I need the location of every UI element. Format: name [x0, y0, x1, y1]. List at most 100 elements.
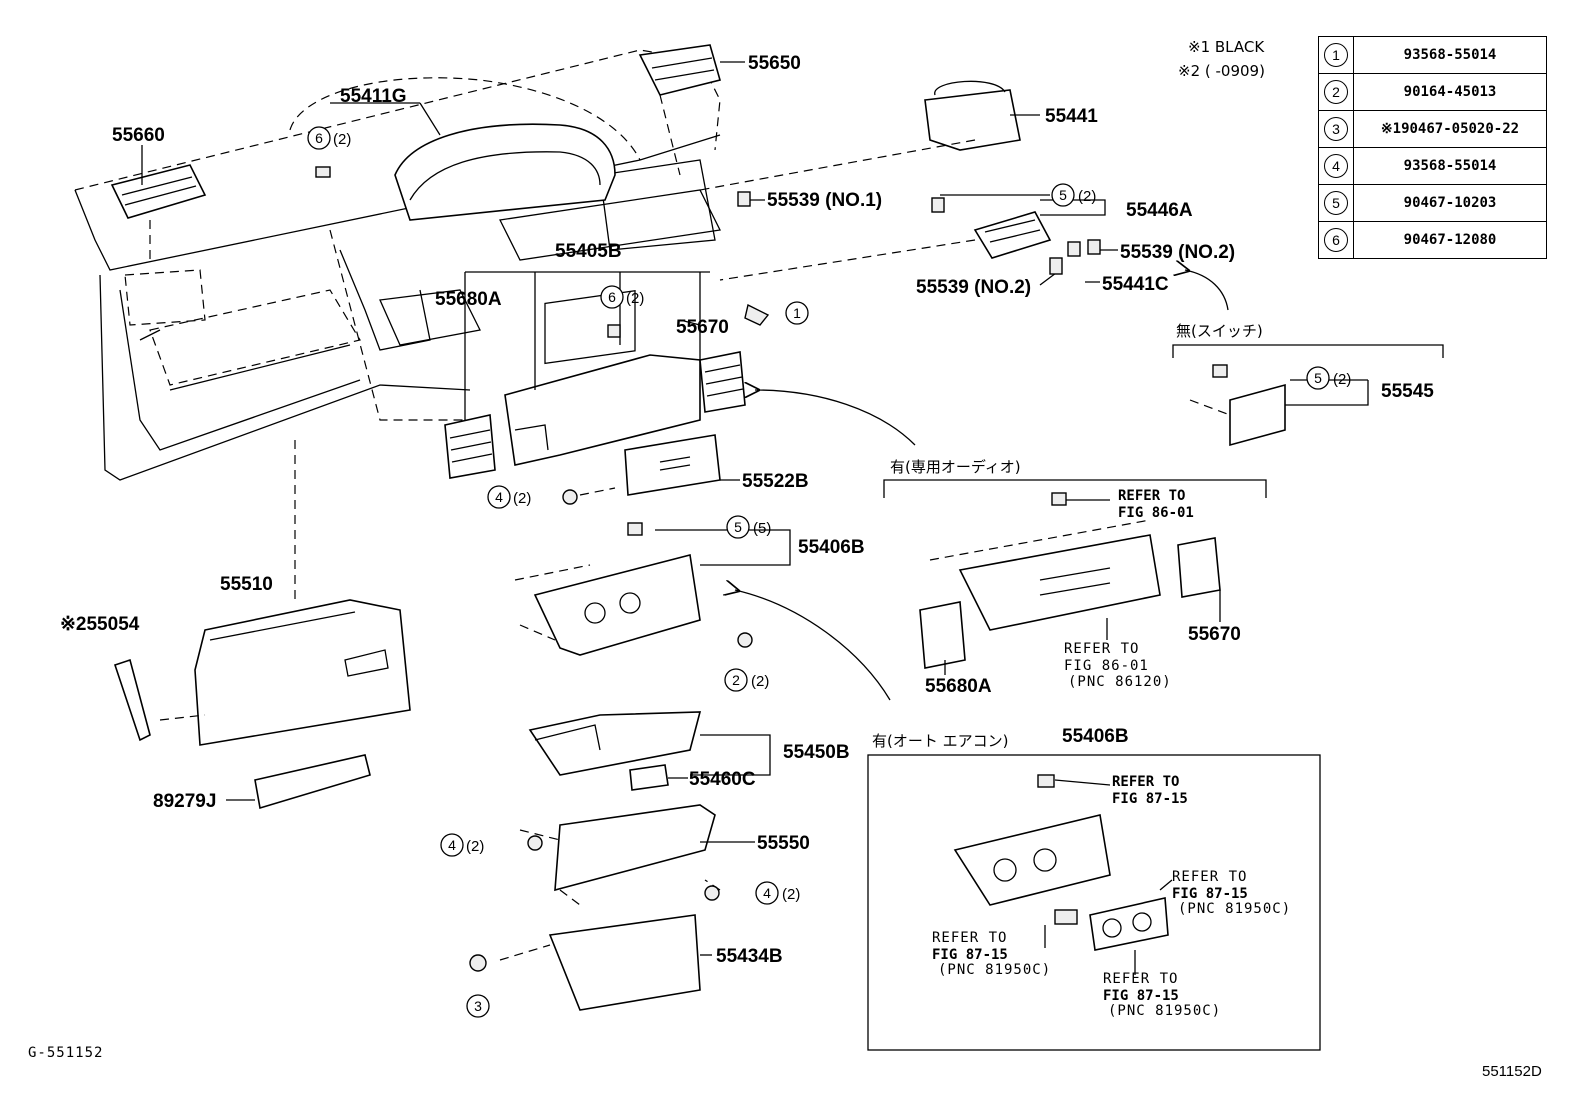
label-55406B-ac: 55406B — [1062, 726, 1129, 747]
legend-number: 5 — [1324, 191, 1348, 215]
legend-part-number: ※190467-05020-22 — [1353, 110, 1547, 148]
damper-55054 — [113, 658, 151, 742]
label-55434B: 55434B — [716, 946, 783, 967]
section-auto-ac: 有(オート エアコン) — [872, 732, 1008, 750]
legend-part-number: 90467-12080 — [1353, 221, 1547, 259]
legend-number: 4 — [1324, 154, 1348, 178]
label-55650: 55650 — [748, 53, 801, 74]
meter-hood — [394, 123, 616, 221]
ref4-line2: FIG 87-15 — [1172, 886, 1248, 902]
callout-5-sw-text: 5 — [1314, 370, 1322, 386]
vent-55650 — [638, 44, 721, 96]
label-55660: 55660 — [112, 125, 165, 146]
fasteners — [315, 166, 1228, 972]
bracket-89279J — [254, 754, 371, 810]
ref3-line1: REFER TO — [1112, 774, 1179, 790]
callout-5-b-text: 5 — [734, 519, 742, 535]
cover-55550 — [554, 804, 716, 892]
callout-5-top-text: 5 — [1059, 187, 1067, 203]
section-audio: 有(専用オーディオ) — [890, 458, 1021, 476]
qty-5-sw: (2) — [1333, 371, 1351, 388]
ref6-line2: FIG 87-15 — [1103, 988, 1179, 1004]
part-labels: 55650 55411G 55660 55441 55539 (NO.1) 55… — [28, 53, 1542, 1080]
callout-5-b — [726, 515, 750, 539]
qty-4-a: (2) — [513, 490, 531, 507]
note-date: ※2 ( -0909) — [1178, 62, 1265, 80]
ref3-line2: FIG 87-15 — [1112, 791, 1188, 807]
audio-panel — [929, 519, 1161, 631]
button-55460C — [629, 764, 669, 791]
ref5-line1: REFER TO — [932, 930, 1007, 946]
instrument-panel — [74, 49, 721, 481]
vent-audio-left — [919, 601, 966, 669]
ref5-line3: (PNC 81950C) — [938, 962, 1051, 978]
qty-6-mid: (2) — [626, 290, 644, 307]
label-55539-no2-left: 55539 (NO.2) — [916, 277, 1031, 298]
section-titles: 無(スイッチ) 有(専用オーディオ) 有(オート エアコン) — [872, 322, 1263, 750]
qty-2: (2) — [751, 673, 769, 690]
center-cluster-55405B — [504, 290, 701, 466]
callout-2 — [724, 668, 748, 692]
ref6-line3: (PNC 81950C) — [1108, 1003, 1221, 1019]
qty-4-b: (2) — [466, 838, 484, 855]
panel-55406B — [514, 554, 701, 656]
ref2-line2: FIG 86-01 — [1064, 658, 1149, 674]
qty-5-top: (2) — [1078, 188, 1096, 205]
vent-55660 — [110, 164, 207, 219]
callout-4-a — [487, 485, 511, 509]
label-55446A: 55446A — [1126, 200, 1193, 221]
label-55460C: 55460C — [689, 769, 756, 790]
callout-5-sw — [1306, 366, 1330, 390]
bracket-audio — [883, 479, 1267, 498]
label-55680A-audio: 55680A — [925, 676, 992, 697]
label-55441C: 55441C — [1102, 274, 1169, 295]
callout-4-c-text: 4 — [763, 885, 771, 901]
label-55441: 55441 — [1045, 106, 1098, 127]
legend-row: 3※190467-05020-22 — [1318, 110, 1547, 148]
arrows — [735, 270, 1229, 701]
label-55411G: 55411G — [340, 86, 407, 107]
switch-blank-55545 — [1229, 383, 1286, 447]
callout-1 — [785, 301, 809, 325]
label-55539-no1: 55539 (NO.1) — [767, 190, 882, 211]
label-55054: ※255054 — [60, 614, 140, 635]
label-55680A: 55680A — [435, 289, 502, 310]
dashed-connectors — [149, 94, 1231, 961]
legend-number: 3 — [1324, 117, 1348, 141]
bracket-no-switch — [1172, 344, 1444, 358]
callout-4-a-text: 4 — [495, 489, 503, 505]
legend-number: 1 — [1324, 43, 1348, 67]
quantity-labels: (2) (2) (2) (2) (2) (5) (2) (2) (2) — [333, 131, 1351, 903]
ref4-line1: REFER TO — [1172, 869, 1247, 885]
legend-part-number: 93568-55014 — [1353, 147, 1547, 185]
glove-box-55510 — [194, 599, 411, 746]
callout-4-b-text: 4 — [448, 837, 456, 853]
callout-6-mid — [600, 285, 624, 309]
drawing-number: 551152D — [1482, 1063, 1542, 1080]
callout-4-c — [755, 881, 779, 905]
label-55670-audio: 55670 — [1188, 624, 1241, 645]
callout-4-b — [440, 833, 464, 857]
panel-55522B — [624, 434, 721, 496]
callout-5-top — [1051, 183, 1075, 207]
ref2-line1: REFER TO — [1064, 641, 1139, 657]
legend-part-number: 90164-45013 — [1353, 73, 1547, 111]
frame-auto-ac — [867, 754, 1321, 1051]
qty-5-b: (5) — [753, 520, 771, 537]
label-55450B: 55450B — [783, 742, 850, 763]
ref1-line2: FIG 86-01 — [1118, 505, 1194, 521]
legend-number: 2 — [1324, 80, 1348, 104]
ref4-line3: (PNC 81950C) — [1178, 901, 1291, 917]
callout-circles: 6 1 5 6 5 4 5 2 4 4 3 — [307, 126, 1330, 1018]
legend-part-number: 90467-10203 — [1353, 184, 1547, 222]
label-55510: 55510 — [220, 574, 273, 595]
ref6-line1: REFER TO — [1103, 971, 1178, 987]
legend-number: 6 — [1324, 228, 1348, 252]
ac-panel — [953, 814, 1169, 951]
leader-lines — [141, 61, 1369, 975]
